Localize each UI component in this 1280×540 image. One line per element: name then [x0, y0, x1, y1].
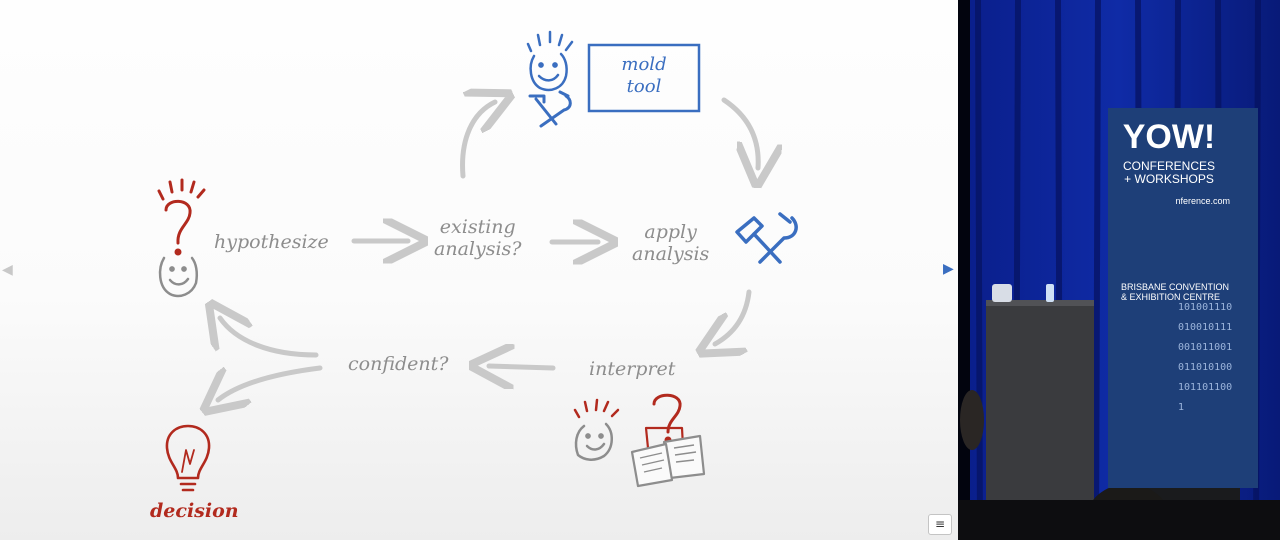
arrow-apply-to-interpret — [715, 289, 752, 344]
arrow-mold-to-apply — [721, 97, 758, 168]
arrow-confident-to-decision — [218, 365, 323, 400]
lightbulb-icon — [165, 424, 211, 492]
face-icon — [158, 256, 199, 298]
label-hypothesize: hypothesize — [214, 231, 329, 253]
banner-url: nference.com — [1175, 196, 1230, 206]
label-analysis-q: analysis? — [434, 238, 522, 260]
banner-subtitle-line-1: CONFERENCES — [1122, 159, 1215, 173]
podium-label-line-2: & EXHIBITION CENTRE — [1121, 292, 1221, 302]
mold-tools-icon — [528, 90, 572, 128]
label-mold: mold — [621, 54, 667, 75]
label-apply-analysis: apply analysis — [632, 221, 709, 265]
arrow-interpret-to-confident — [489, 366, 556, 368]
next-slide-icon[interactable]: ▶ — [943, 261, 954, 277]
interpret-face-icon — [574, 422, 613, 461]
slide: hypothesize existing analysis? apply ana… — [0, 0, 958, 540]
yow-banner: YOW! CONFERENCES + WORKSHOPS nference.co… — [1108, 108, 1258, 488]
podium-label: BRISBANE CONVENTION & EXHIBITION CENTRE — [1121, 282, 1235, 302]
menu-button[interactable]: ≡ — [928, 514, 952, 535]
tools-icon — [735, 212, 798, 264]
arrow-existing-to-mold — [460, 102, 495, 179]
prev-slide-icon[interactable]: ◀ — [2, 262, 13, 278]
banner-binary: 1010011100100101110010110010110101001011… — [1178, 302, 1233, 413]
mold-face-icon — [526, 30, 574, 92]
interpret-question-icon — [652, 393, 682, 444]
label-interpret: interpret — [589, 358, 676, 380]
documents-icon — [630, 426, 706, 488]
label-tool: tool — [626, 76, 662, 97]
label-decision: decision — [150, 500, 239, 522]
speaker-video: YOW! CONFERENCES + WORKSHOPS nference.co… — [958, 0, 1280, 540]
mold-tool-box — [587, 43, 701, 113]
label-confident: confident? — [348, 353, 449, 375]
question-mark-icon — [157, 178, 206, 256]
banner-logo: YOW! — [1122, 118, 1216, 156]
arrow-confident-to-hypothesize — [220, 318, 319, 358]
interpret-hair-icon — [573, 398, 620, 419]
label-existing-analysis: existing analysis? — [434, 216, 521, 260]
diagram-canvas — [157, 30, 798, 492]
podium-label-line-1: BRISBANE CONVENTION — [1121, 282, 1230, 292]
label-mold-tool: mold tool — [614, 54, 674, 98]
label-existing: existing — [439, 216, 516, 238]
label-analysis: analysis — [632, 243, 710, 265]
banner-subtitle: CONFERENCES + WORKSHOPS — [1108, 160, 1230, 186]
banner-subtitle-line-2: + WORKSHOPS — [1124, 172, 1214, 186]
label-apply: apply — [644, 221, 697, 243]
